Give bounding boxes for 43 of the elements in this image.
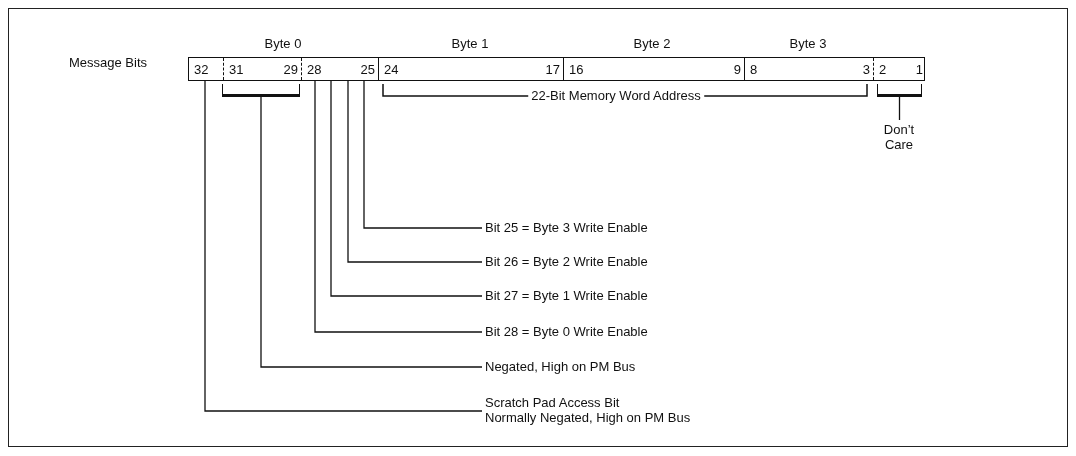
bit-number: 31 bbox=[229, 61, 244, 77]
bit-number: 17 bbox=[545, 61, 560, 77]
leader-line bbox=[347, 80, 483, 263]
bit-field bbox=[301, 58, 378, 80]
callout-line: Don’t Care bbox=[882, 122, 916, 152]
bit-field bbox=[223, 58, 301, 80]
callout-line: Bit 25 = Byte 3 Write Enable bbox=[485, 220, 648, 235]
leader-line bbox=[363, 80, 483, 229]
leader-line bbox=[260, 96, 483, 368]
register-bar bbox=[188, 57, 925, 81]
callout-line: Negated, High on PM Bus bbox=[485, 359, 636, 374]
callout-line: Bit 26 = Byte 2 Write Enable bbox=[485, 254, 648, 269]
bit-number: 29 bbox=[283, 61, 298, 77]
bit-number: 28 bbox=[307, 61, 322, 77]
bit-field bbox=[873, 58, 926, 80]
callout-line: Bit 27 = Byte 1 Write Enable bbox=[485, 288, 648, 303]
bit-number: 1 bbox=[915, 61, 923, 77]
leader-line bbox=[314, 80, 483, 333]
bit-field bbox=[744, 58, 873, 80]
leader-line bbox=[330, 80, 483, 297]
bit-number: 9 bbox=[733, 61, 741, 77]
bit-number: 32 bbox=[194, 61, 209, 77]
bit-number: 24 bbox=[384, 61, 399, 77]
bit-number: 2 bbox=[879, 61, 887, 77]
callout-line: Scratch Pad Access Bit bbox=[485, 395, 621, 410]
bracket bbox=[222, 84, 300, 97]
bracket bbox=[877, 84, 922, 97]
callout-line: Normally Negated, High on PM Bus bbox=[485, 410, 691, 425]
callout-line: Bit 28 = Byte 0 Write Enable bbox=[485, 324, 648, 339]
bracket-label: 22-Bit Memory Word Address bbox=[528, 88, 704, 103]
bit-field bbox=[563, 58, 744, 80]
byte-label: Byte 0 bbox=[263, 36, 303, 51]
row-label: Message Bits bbox=[68, 55, 148, 70]
bit-field bbox=[378, 58, 563, 80]
byte-label: Byte 3 bbox=[788, 36, 828, 51]
leader-line bbox=[204, 80, 483, 412]
bit-number: 3 bbox=[862, 61, 870, 77]
bit-number: 25 bbox=[360, 61, 375, 77]
bit-number: 8 bbox=[750, 61, 758, 77]
bit-number: 16 bbox=[569, 61, 584, 77]
byte-label: Byte 1 bbox=[450, 36, 490, 51]
byte-label: Byte 2 bbox=[632, 36, 672, 51]
leader-line bbox=[898, 96, 901, 121]
